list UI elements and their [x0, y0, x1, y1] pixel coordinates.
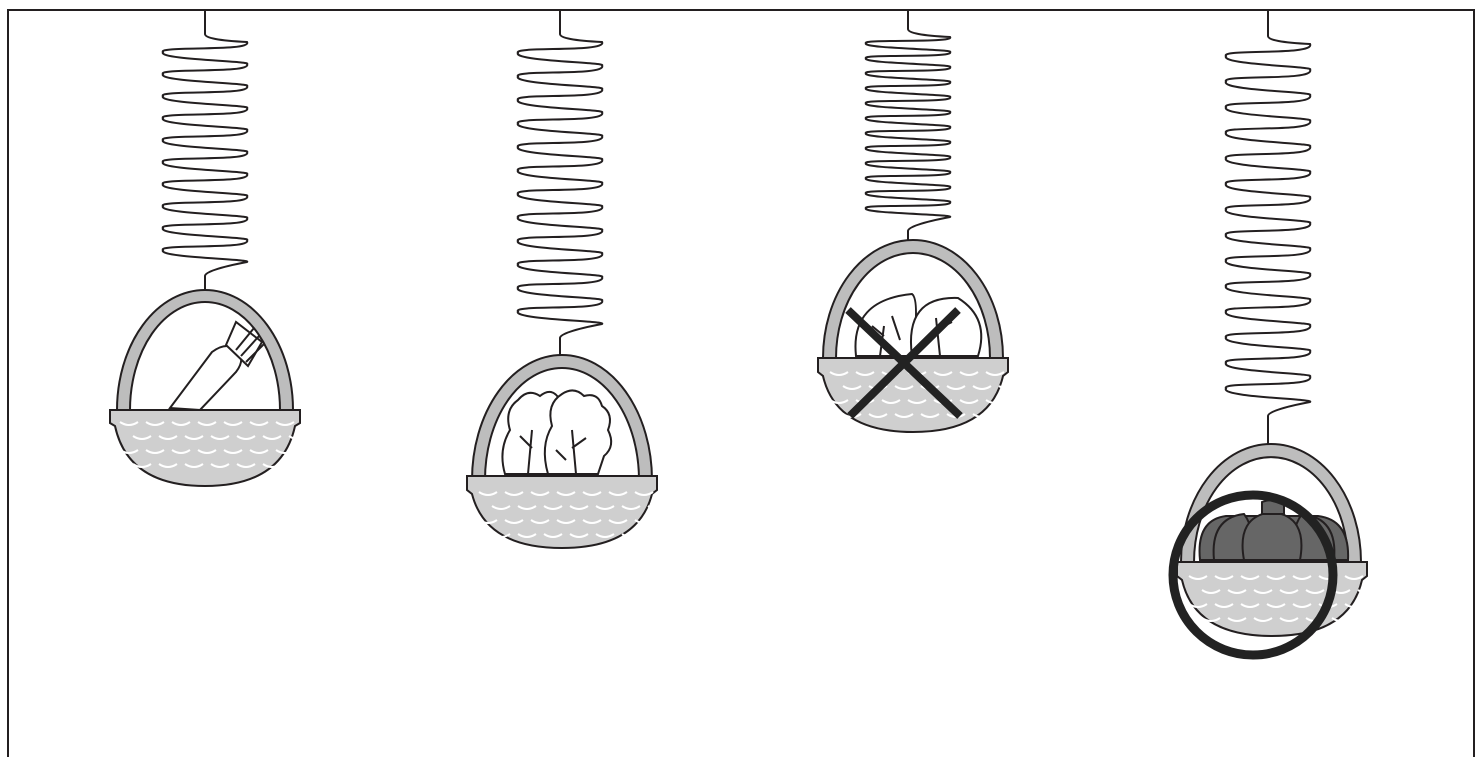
lettuce-icon [502, 390, 611, 474]
weave-stroke [1358, 590, 1376, 593]
hanging-basket-cabbage [818, 10, 1017, 432]
weave-stroke [648, 506, 666, 509]
weave-stroke [622, 534, 640, 537]
spring-1 [163, 10, 248, 290]
radish-icon [170, 322, 264, 410]
spring-coil [518, 10, 603, 355]
weave-stroke [986, 400, 1004, 403]
weave-stroke [289, 436, 307, 439]
hanging-basket-pumpkin [1173, 10, 1376, 655]
weave-stroke [635, 520, 653, 523]
weave-stroke [973, 414, 991, 417]
weave-stroke [999, 386, 1017, 389]
spring-2 [518, 10, 603, 355]
weave-stroke [1358, 618, 1376, 621]
weave-stroke [1332, 618, 1350, 621]
weave-stroke [1345, 604, 1363, 607]
hanging-basket-lettuce [467, 10, 666, 548]
spring-coil [163, 10, 248, 290]
spring-3 [866, 10, 951, 240]
hanging-basket-radish [110, 10, 307, 486]
weave-stroke [648, 534, 666, 537]
spring-4 [1226, 10, 1311, 445]
spring-coil [866, 10, 951, 240]
weave-stroke [289, 464, 307, 467]
weave-stroke [999, 414, 1017, 417]
spring-coil [1226, 10, 1311, 445]
